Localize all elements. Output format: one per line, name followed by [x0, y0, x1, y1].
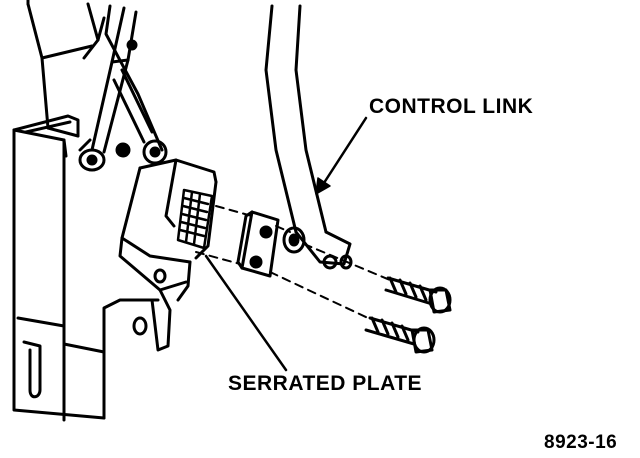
assembly-lines: [195, 205, 391, 319]
upper-support-bracket: [26, 0, 164, 152]
main-bracket: [12, 114, 160, 422]
serrated-plate-leader: [204, 254, 288, 372]
control-link-callout: CONTROL LINK: [369, 95, 534, 118]
serrated-plate-callout: SERRATED PLATE: [228, 372, 423, 395]
serrated-teeth: [176, 188, 214, 250]
bolts: [364, 276, 452, 354]
control-link-rod: [264, 4, 353, 270]
pivot-bushings: [78, 39, 168, 172]
adjuster-housing: [118, 158, 218, 352]
serrated-plate-part: [236, 210, 280, 278]
callout-leaders: [204, 116, 368, 372]
control-link-leader: [320, 116, 368, 188]
control-link-arrowhead: [315, 177, 331, 195]
figure-number: 8923-16: [544, 432, 618, 453]
lever-arm: [90, 6, 154, 154]
